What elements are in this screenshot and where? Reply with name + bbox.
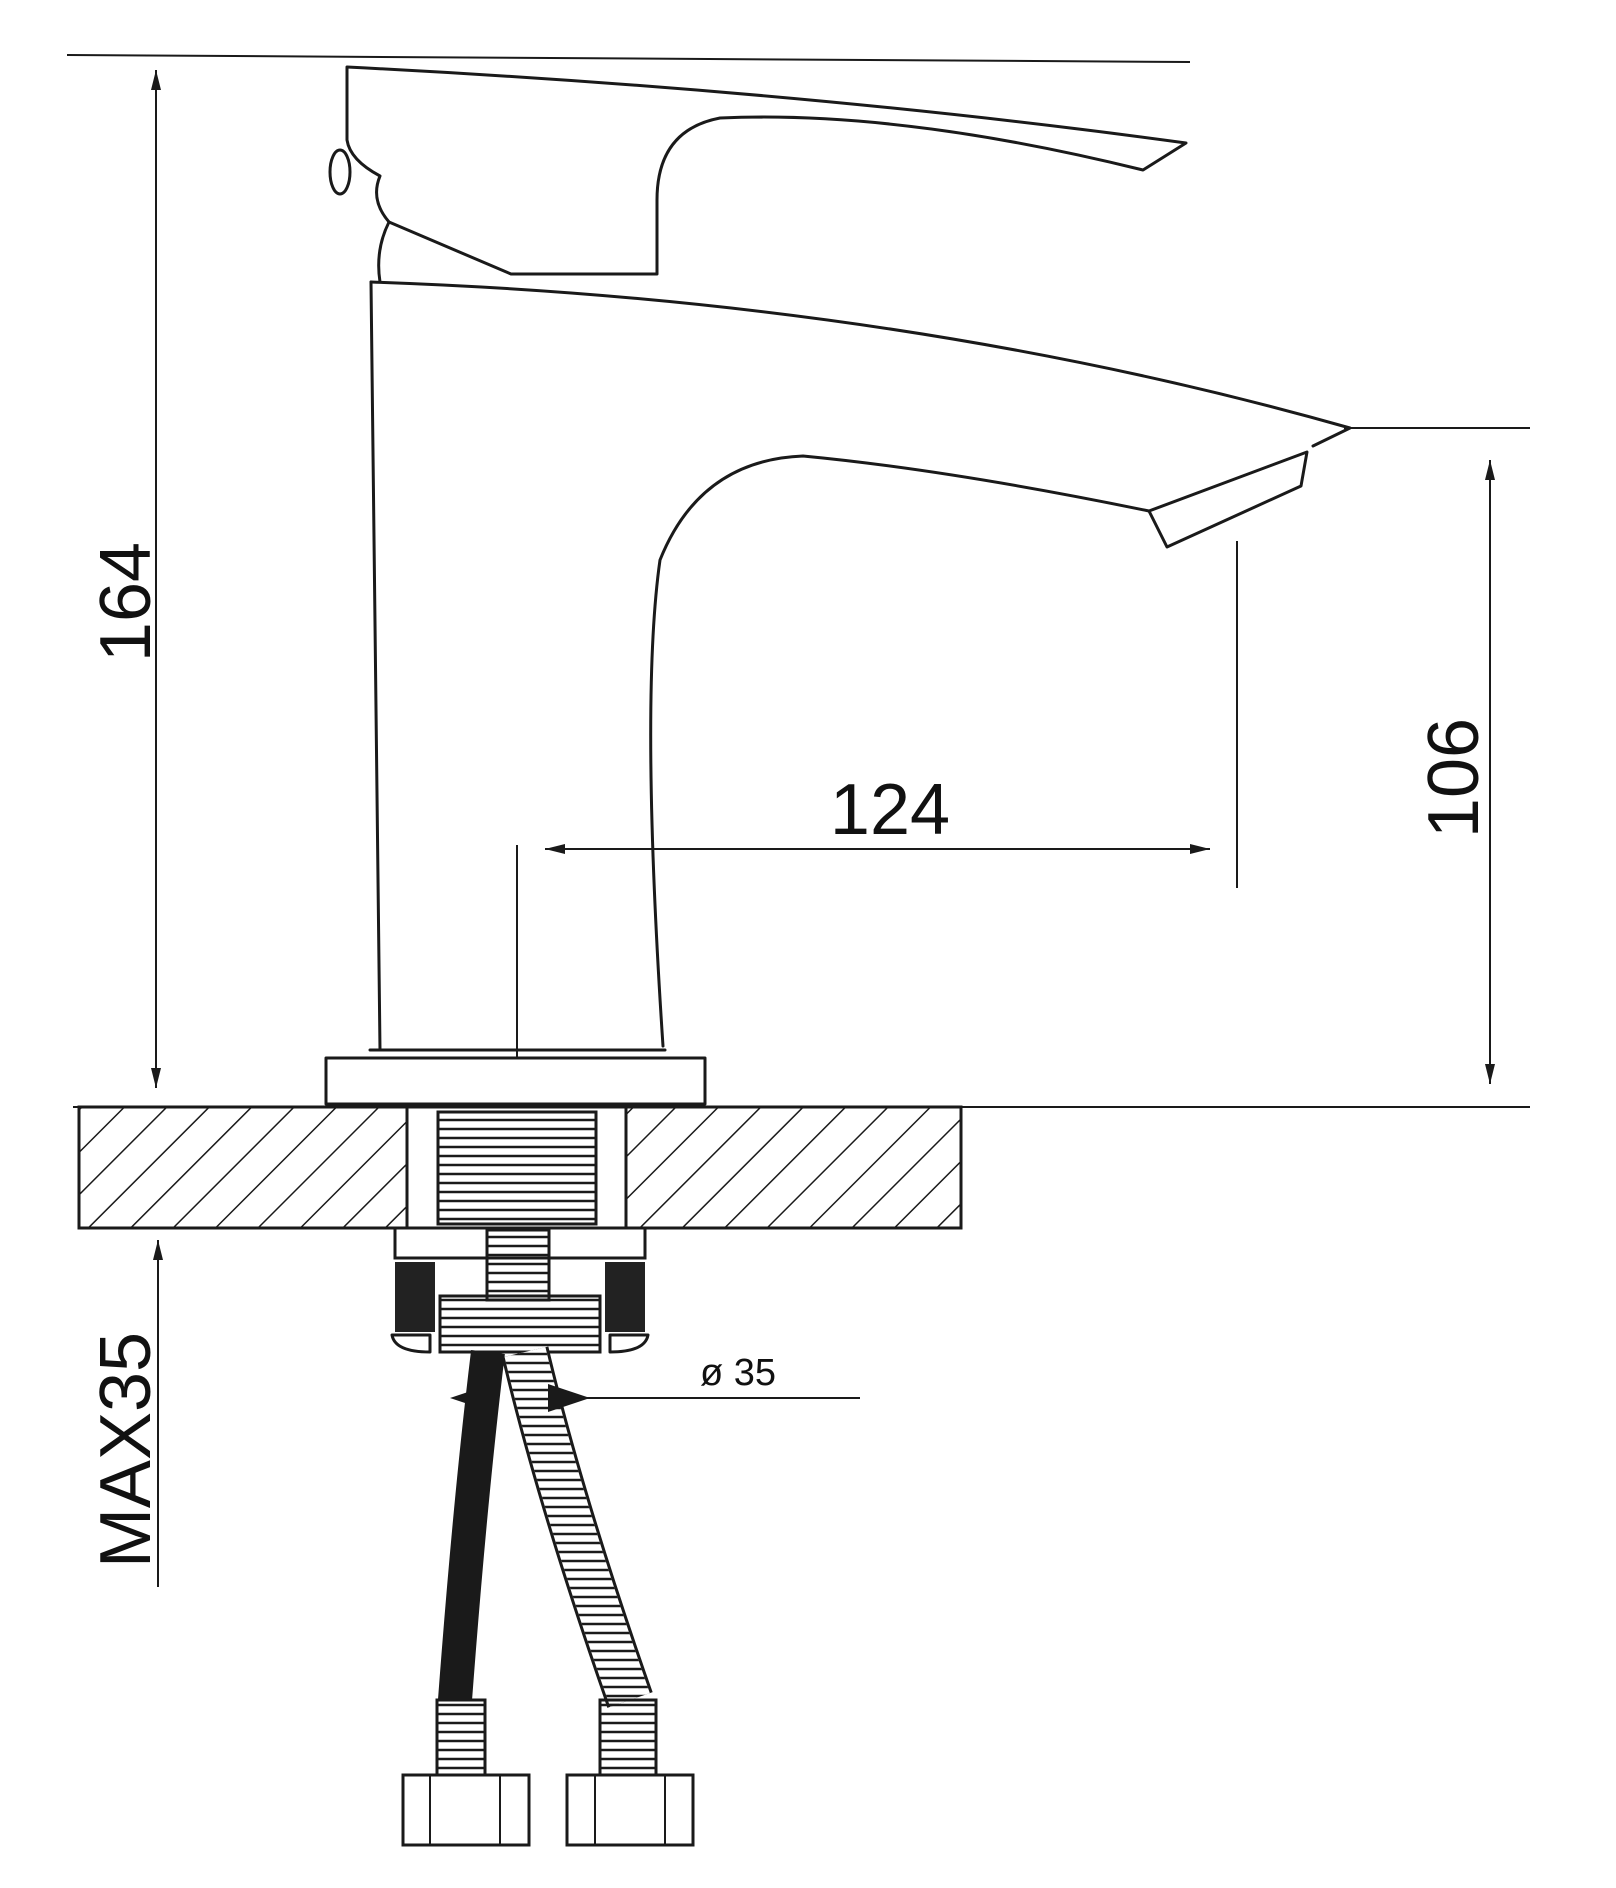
mounting-nut xyxy=(390,1226,650,1354)
aerator xyxy=(1147,450,1309,549)
lever-handle xyxy=(328,65,1188,284)
hole-diameter-label: ø 35 xyxy=(700,1352,776,1394)
supply-hoses xyxy=(401,1346,695,1847)
reference-lines xyxy=(66,54,1530,1108)
overall-height-label: 164 xyxy=(86,542,166,662)
shank-thread xyxy=(436,1110,598,1226)
diameter-dimension xyxy=(450,1384,860,1412)
max-thickness-label: MAX35 xyxy=(86,1332,166,1568)
spout-height-label: 106 xyxy=(1414,718,1494,838)
hose-connector-left xyxy=(401,1773,531,1847)
hose-connector-right xyxy=(565,1773,695,1847)
faucet-body xyxy=(324,280,1352,1106)
spout-reach-label: 124 xyxy=(830,770,950,850)
handle-knob xyxy=(328,148,352,196)
base-flange xyxy=(324,1056,707,1106)
